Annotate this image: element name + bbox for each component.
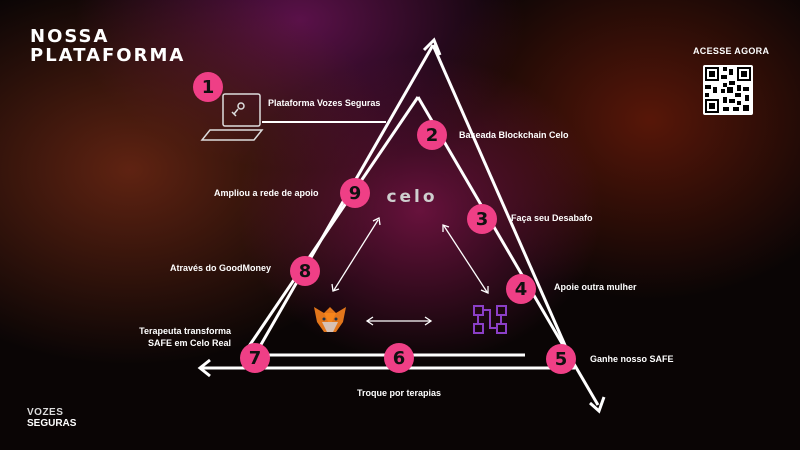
outer-right-line	[431, 44, 577, 369]
step-label-3: Faça seu Desabafo	[511, 213, 593, 223]
step-label-7: Terapeuta transforma SAFE em Celo Real	[127, 325, 231, 349]
step-number-9: 9	[340, 178, 370, 208]
title-line-2: PLATAFORMA	[30, 45, 186, 66]
metamask-fox-icon	[314, 307, 346, 332]
step-label-2: Baseada Blockchain Celo	[459, 130, 569, 140]
right-arrowhead	[589, 396, 606, 414]
step-number-6: 6	[384, 343, 414, 373]
page-title: NOSSA PLATAFORMA	[30, 27, 185, 65]
brand-line-1: VOZES	[27, 407, 64, 418]
step-label-4: Apoie outra mulher	[554, 282, 637, 292]
step-label-7-line-1: Terapeuta transforma	[139, 326, 231, 336]
outer-top-arrowhead	[422, 37, 442, 56]
step-label-6: Troque por terapias	[357, 388, 442, 398]
brand-line-2: SEGURAS	[27, 418, 77, 429]
step-number-3: 3	[467, 204, 497, 234]
step-number-8: 8	[290, 256, 320, 286]
double-arrow-bottom	[365, 316, 433, 326]
qr-code-icon[interactable]	[703, 65, 753, 115]
celo-logo: celo	[386, 187, 438, 207]
left-arrowhead	[197, 358, 211, 378]
step-label-9: Ampliou a rede de apoio	[214, 188, 319, 198]
double-arrow-right	[442, 224, 489, 294]
step-label-7-line-2: SAFE em Celo Real	[147, 338, 231, 348]
laptop-icon	[200, 93, 264, 141]
access-label: ACESSE AGORA	[693, 46, 770, 56]
step-number-1: 1	[193, 72, 223, 102]
step-number-4: 4	[506, 274, 536, 304]
step-number-2: 2	[417, 120, 447, 150]
step-label-8: Através do GoodMoney	[170, 263, 272, 273]
double-arrow-left	[331, 217, 381, 292]
step-label-5: Ganhe nosso SAFE	[590, 354, 674, 364]
inner-left-line	[241, 96, 420, 356]
step-label-1: Plataforma Vozes Seguras	[268, 98, 381, 108]
step-number-5: 5	[546, 344, 576, 374]
brand-logo: VOZES SEGURAS	[27, 407, 76, 429]
blockchain-icon	[473, 305, 507, 334]
title-line-1: NOSSA	[30, 26, 110, 47]
step-number-7: 7	[240, 343, 270, 373]
